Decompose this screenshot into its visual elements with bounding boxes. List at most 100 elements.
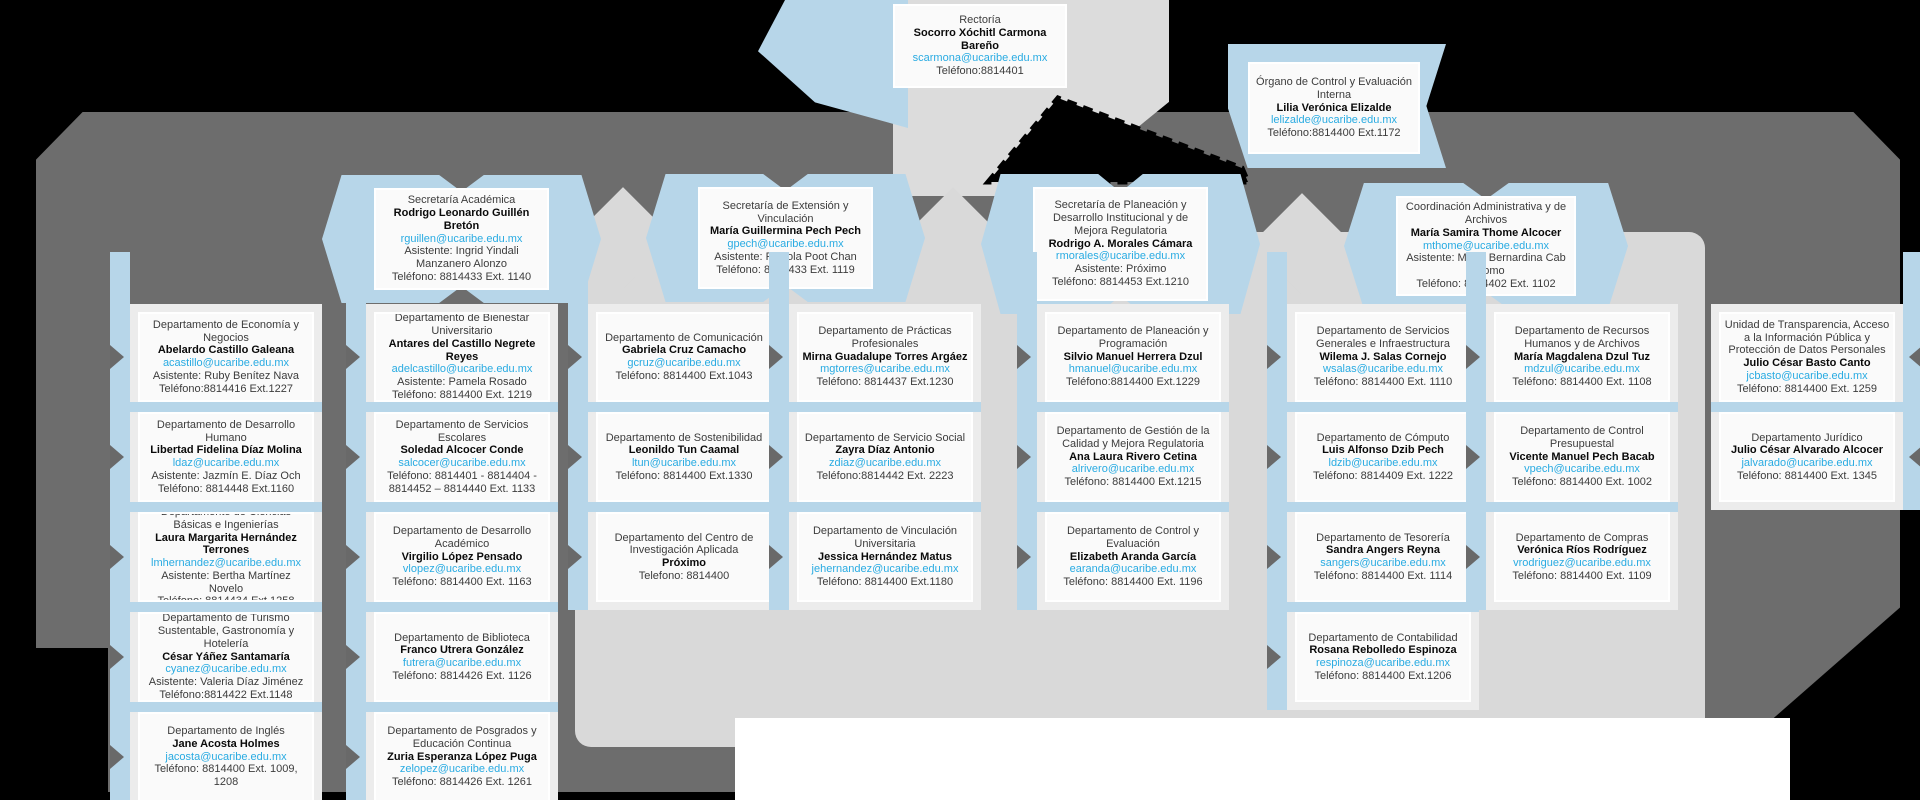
unit-title: Departamento de Desarrollo Humano bbox=[156, 418, 296, 444]
unit-email: gpech@ucaribe.edu.mx bbox=[727, 238, 844, 250]
unit-head-name: Antares del Castillo Negrete Reyes bbox=[388, 337, 536, 363]
unit-phone: Teléfono:8814400 Ext.1229 bbox=[1066, 376, 1200, 389]
unit-email: lelizalde@ucaribe.edu.mx bbox=[1270, 114, 1398, 127]
unit-email: salcocer@ucaribe.edu.mx bbox=[398, 457, 526, 469]
rectoria-blue-ribbon-shape bbox=[758, 0, 908, 128]
unit-assistant: Asistente: Ruby Benítez Nava bbox=[152, 369, 300, 382]
unit-email: mthome@ucaribe.edu.mx bbox=[1422, 239, 1550, 252]
org-unit-box: Departamento de Recursos Humanos y de Ar… bbox=[1494, 312, 1670, 402]
connector-notch bbox=[110, 745, 124, 769]
unit-head-name: Rodrigo Leonardo Guillén Bretón bbox=[393, 207, 530, 232]
connector-notch bbox=[346, 745, 360, 769]
unit-title: Departamento de Sostenibilidad bbox=[605, 431, 763, 444]
unit-head-name: Gabriela Cruz Camacho bbox=[621, 344, 747, 357]
unit-email: jacosta@ucaribe.edu.mx bbox=[165, 750, 287, 763]
column-separator bbox=[1287, 502, 1479, 512]
unit-head-name: Libertad Fidelina Díaz Molina bbox=[150, 444, 302, 457]
unit-title: Departamento de Bienestar Universitario bbox=[394, 312, 530, 338]
unit-phone: Teléfono: 8814400 Ext. 1002 bbox=[1511, 476, 1653, 489]
unit-email: alrivero@ucaribe.edu.mx bbox=[1071, 463, 1195, 476]
connector-notch bbox=[1267, 545, 1281, 569]
connector-notch bbox=[1267, 345, 1281, 369]
unit-assistant: Asistente: Próximo bbox=[1074, 263, 1167, 276]
unit-email: vlopez@ucaribe.edu.mx bbox=[402, 563, 522, 576]
org-unit-box: Departamento de Turismo Sustentable, Gas… bbox=[138, 612, 314, 702]
unit-email: rguillen@ucaribe.edu.mx bbox=[400, 232, 523, 245]
unit-title: Departamento de Cómputo bbox=[1316, 431, 1450, 444]
organo-control-box: Órgano de Control y Evaluación Interna L… bbox=[1248, 62, 1420, 154]
column-separator bbox=[130, 402, 322, 412]
unit-phone: Teléfono: 8814400 Ext. 1345 bbox=[1736, 469, 1878, 482]
unit-phone: Teléfono: 8814400 Ext. 1109 bbox=[1512, 569, 1652, 582]
unit-head-name: Jessica Hernández Matus bbox=[818, 550, 952, 563]
bottom-left-corner-shape bbox=[0, 648, 108, 800]
column-separator bbox=[1037, 402, 1229, 412]
connector-notch bbox=[1267, 445, 1281, 469]
unit-title: Departamento de Control y Evaluación bbox=[1066, 525, 1200, 550]
unit-email: futrera@ucaribe.edu.mx bbox=[402, 657, 522, 669]
unit-title: Departamento de Compras bbox=[1515, 531, 1649, 544]
connector-notch bbox=[110, 345, 124, 369]
unit-head-name: Laura Margarita Hernández Terrones bbox=[155, 531, 297, 557]
unit-title: Departamento de Ciencias Básicas e Ingen… bbox=[160, 512, 292, 531]
unit-head-name: Mirna Guadalupe Torres Argáez bbox=[802, 350, 968, 363]
unit-title: Departamento de Servicios Generales e In… bbox=[1316, 325, 1450, 350]
unit-phone: Teléfono: 8814448 Ext.1160 bbox=[157, 482, 295, 495]
unit-head-name: Sandra Angers Reyna bbox=[1326, 544, 1440, 557]
unit-phone: Teléfono: 8814437 Ext.1230 bbox=[816, 376, 954, 389]
org-unit-box: Unidad de Transparencia, Acceso a la Inf… bbox=[1719, 312, 1895, 402]
org-unit-box: Departamento del Centro de Investigación… bbox=[596, 512, 772, 602]
column-connector-strip bbox=[1017, 252, 1037, 610]
org-unit-box: Departamento de Gestión de la Calidad y … bbox=[1045, 412, 1221, 502]
unit-email: adelcastillo@ucaribe.edu.mx bbox=[391, 363, 533, 376]
unit-phone: Teléfono:8814401 bbox=[936, 65, 1024, 78]
unit-head-name: Próximo bbox=[661, 557, 706, 569]
unit-phone: Teléfono: 8814401 - 8814404 - 8814452 – … bbox=[387, 469, 537, 495]
column-separator bbox=[588, 402, 780, 412]
connector-notch bbox=[346, 545, 360, 569]
unit-email: zelopez@ucaribe.edu.mx bbox=[399, 763, 525, 776]
unit-head-name: Vicente Manuel Pech Bacab bbox=[1509, 450, 1655, 463]
unit-head-name: Luis Alfonso Dzib Pech bbox=[1322, 444, 1444, 457]
connector-notch bbox=[1466, 345, 1480, 369]
unit-assistant: Asistente: Jazmín E. Díaz Och bbox=[151, 469, 301, 482]
unit-phone: Teléfono: 8814426 Ext. 1126 bbox=[392, 669, 532, 682]
connector-notch bbox=[769, 445, 783, 469]
unit-phone: Teléfono: 8814400 Ext.1180 bbox=[816, 576, 954, 589]
org-unit-box: Departamento de Vinculación Universitari… bbox=[797, 512, 973, 602]
unit-head-name: César Yáñez Santamaría bbox=[162, 650, 290, 663]
unit-phone: Teléfono:8814400 Ext.1172 bbox=[1267, 127, 1401, 140]
connector-notch bbox=[1466, 545, 1480, 569]
dashed-connector bbox=[980, 92, 1260, 187]
unit-title: Departamento de Tesorería bbox=[1316, 531, 1450, 544]
column-separator bbox=[1037, 502, 1229, 512]
column-separator bbox=[1486, 402, 1678, 412]
connector-notch bbox=[568, 545, 582, 569]
unit-head-name: Franco Utrera González bbox=[400, 644, 524, 657]
connector-notch bbox=[1267, 645, 1281, 669]
unit-title: Secretaría de Extensión y Vinculación bbox=[722, 199, 849, 225]
unit-title: Departamento de Inglés bbox=[167, 725, 285, 738]
unit-title: Departamento de Control Presupuestal bbox=[1520, 425, 1644, 450]
unit-head-name: Wilema J. Salas Cornejo bbox=[1319, 350, 1447, 363]
org-unit-box: Departamento de Ciencias Básicas e Ingen… bbox=[138, 512, 314, 602]
unit-title: Órgano de Control y Evaluación Interna bbox=[1256, 76, 1412, 101]
unit-head-name: Zayra Díaz Antonio bbox=[835, 444, 935, 457]
column-connector-strip bbox=[1903, 252, 1920, 510]
column-separator bbox=[1287, 602, 1479, 612]
unit-phone: Teléfono: 8814400 Ext. 1163 bbox=[392, 576, 532, 589]
connector-notch bbox=[568, 445, 582, 469]
column-separator bbox=[588, 502, 780, 512]
rectoria-box: Rectoría Socorro Xóchitl Carmona Bareño … bbox=[893, 4, 1067, 88]
unit-email: sangers@ucaribe.edu.mx bbox=[1320, 557, 1446, 569]
unit-title: Coordinación Administrativa y de Archivo… bbox=[1405, 201, 1567, 227]
unit-head-name: Silvio Manuel Herrera Dzul bbox=[1063, 350, 1203, 363]
unit-title: Departamento de Servicios Escolares bbox=[395, 418, 529, 444]
